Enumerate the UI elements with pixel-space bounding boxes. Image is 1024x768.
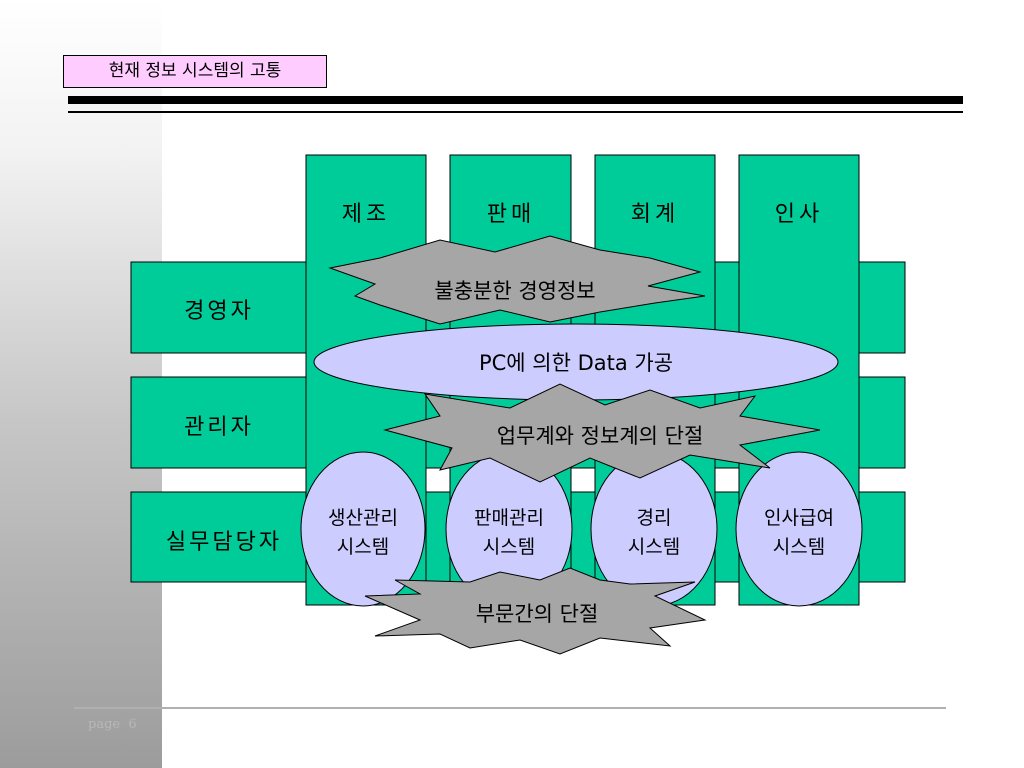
burst-business-info-disconnect: 업무계와 정보계의 단절 <box>383 383 821 483</box>
dept-label-manufacturing: 제조 <box>342 202 390 227</box>
role-label-executive: 경영자 <box>184 299 254 324</box>
system-accounting-line1: 경리 <box>637 507 672 529</box>
system-production-line1: 생산관리 <box>328 507 398 529</box>
system-accounting-line2: 시스템 <box>628 536 680 558</box>
footer-line <box>74 707 946 709</box>
title-rule-thick <box>68 96 963 104</box>
page-number-value: 6 <box>128 717 137 732</box>
page-label: page <box>88 717 121 732</box>
system-ellipse-hr: 인사급여 시스템 <box>735 451 863 607</box>
dept-label-sales: 판매 <box>487 202 535 227</box>
slide-title: 현재 정보 시스템의 고통 <box>63 55 327 88</box>
pc-data-processing-ellipse: PC에 의한 Data 가공 <box>313 323 839 401</box>
burst-bottom-label: 부문간의 단절 <box>476 602 599 626</box>
burst-department-disconnect: 부문간의 단절 <box>364 567 707 655</box>
system-hr-line1: 인사급여 <box>764 507 834 529</box>
title-rule-thin <box>68 111 963 113</box>
burst-top-label: 불충분한 경영정보 <box>434 279 595 303</box>
system-ellipse-production: 생산관리 시스템 <box>300 451 426 607</box>
system-hr-line2: 시스템 <box>773 536 825 558</box>
system-ellipse-accounting: 경리 시스템 <box>590 451 718 607</box>
system-sales-line1: 판매관리 <box>474 507 544 529</box>
page-number: page 6 <box>88 717 137 732</box>
system-ellipse-sales: 판매관리 시스템 <box>445 451 573 607</box>
pc-data-label: PC에 의한 Data 가공 <box>479 351 673 375</box>
dept-label-accounting: 회계 <box>631 202 679 227</box>
dept-label-hr: 인사 <box>775 202 823 227</box>
system-sales-line2: 시스템 <box>483 536 535 558</box>
role-label-staff: 실무담당자 <box>166 530 282 555</box>
burst-middle-label: 업무계와 정보계의 단절 <box>497 424 704 448</box>
burst-insufficient-info: 불충분한 경영정보 <box>328 235 706 325</box>
system-production-line2: 시스템 <box>337 536 389 558</box>
role-label-manager: 관리자 <box>184 415 254 440</box>
